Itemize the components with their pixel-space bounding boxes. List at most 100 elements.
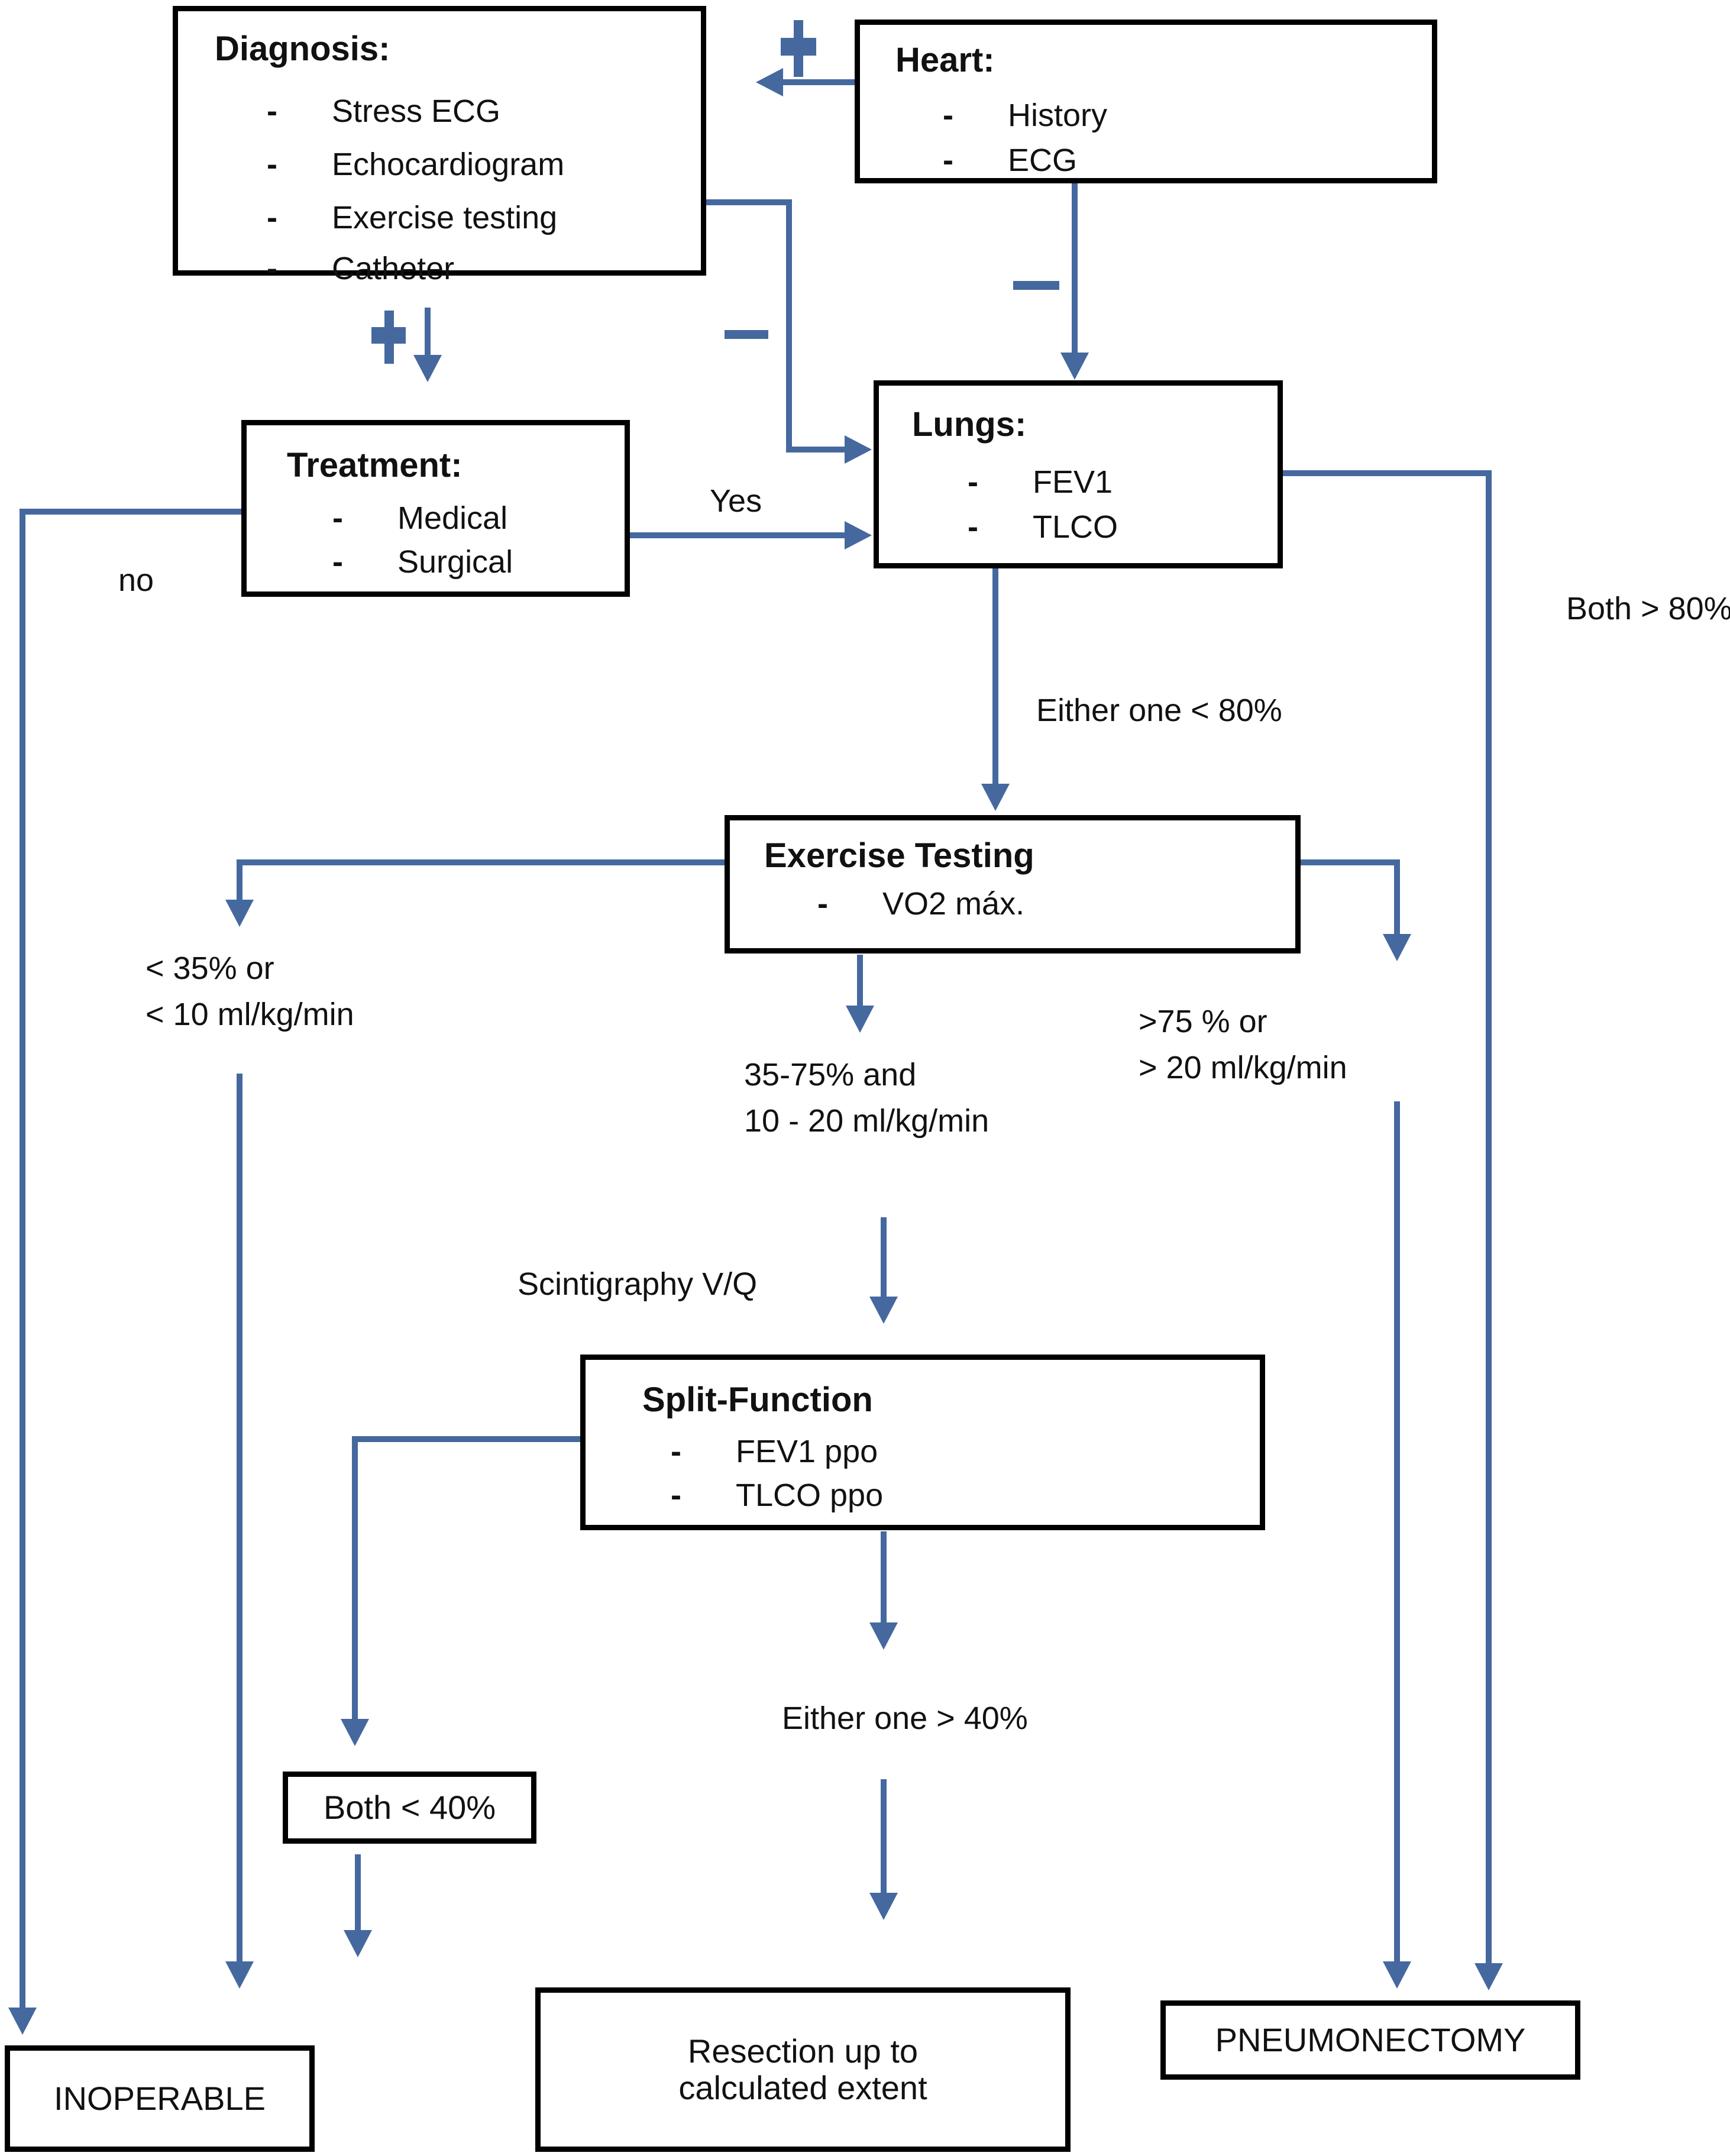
item-ecg: ECG [1008, 142, 1078, 178]
arrowhead-down-icon [869, 1893, 898, 1920]
arrowhead-down-icon [413, 355, 442, 382]
arrowhead-down-icon [1383, 1961, 1411, 1989]
node-resection-line1: Resection up to [687, 2032, 919, 2070]
node-treatment-title: Treatment: [287, 446, 463, 484]
bullet-dash: - [332, 544, 343, 580]
item-catheter: Catheter [332, 250, 455, 286]
item-tlco-ppo: TLCO ppo [736, 1477, 884, 1513]
item-vo2-max: VO2 máx. [882, 885, 1025, 922]
node-resection: Resection up to calculated extent [535, 1987, 1071, 2152]
arrowhead-down-icon [981, 784, 1010, 811]
node-lungs: Lungs: - FEV1 - TLCO [874, 380, 1283, 568]
line-exercise-left-h [237, 859, 725, 865]
arrowhead-down-icon [341, 1719, 369, 1746]
line-exercise-mid-1 [857, 955, 863, 1008]
line-exercise-right-v [1394, 859, 1400, 936]
arrowhead-down-icon [1383, 934, 1411, 961]
bullet-dash: - [332, 500, 343, 536]
item-fev1: FEV1 [1033, 464, 1113, 500]
node-inoperable-label: INOPERABLE [54, 2080, 266, 2118]
item-surgical: Surgical [397, 544, 513, 580]
arrowhead-right-icon [845, 435, 872, 464]
minus-icon [1013, 281, 1059, 290]
arrowhead-down-icon [869, 1622, 898, 1650]
bullet-dash: - [671, 1477, 681, 1513]
bullet-dash: - [968, 509, 978, 545]
item-exercise-testing: Exercise testing [332, 199, 558, 235]
arrowhead-down-icon [225, 900, 254, 927]
item-medical: Medical [397, 500, 508, 536]
minus-icon [725, 330, 768, 339]
node-both-lt-40: Both < 40% [283, 1772, 536, 1844]
line-split-down-2 [881, 1779, 887, 1895]
node-heart-title: Heart: [895, 41, 995, 79]
edge-label-lt-35: < 35% or < 10 ml/kg/min [145, 951, 354, 1033]
line-split-left-h [352, 1436, 580, 1442]
arrowhead-left-icon [756, 68, 783, 96]
edge-label-either-lt-80: Either one < 80% [1036, 693, 1282, 728]
node-split-function-title: Split-Function [642, 1381, 873, 1419]
node-split-function: Split-Function - FEV1 ppo - TLCO ppo [580, 1355, 1265, 1530]
edge-label-gt-75: >75 % or > 20 ml/kg/min [1139, 1004, 1347, 1086]
line-lungs-right-v [1486, 470, 1492, 1966]
line-exercise-right-h [1301, 859, 1400, 865]
node-lungs-title: Lungs: [912, 405, 1027, 444]
node-diagnosis-title: Diagnosis: [215, 30, 390, 68]
node-exercise-testing: Exercise Testing - VO2 máx. [725, 815, 1301, 953]
line-split-left-v [352, 1436, 358, 1721]
bullet-dash: - [267, 93, 277, 129]
line-treatment-to-lungs [630, 532, 848, 538]
item-history: History [1008, 97, 1108, 133]
line-split-down-1 [881, 1531, 887, 1625]
item-echocardiogram: Echocardiogram [332, 146, 565, 182]
arrowhead-down-icon [1060, 353, 1089, 380]
line-diagnosis-to-lungs-h2 [786, 447, 845, 452]
node-resection-line2: calculated extent [678, 2069, 927, 2106]
line-lungs-to-exercise [992, 568, 998, 786]
bullet-dash: - [943, 142, 953, 178]
line-exercise-mid-2 [881, 1217, 887, 1299]
node-treatment: Treatment: - Medical - Surgical [241, 420, 630, 597]
line-diagnosis-to-lungs-h1 [706, 199, 792, 205]
arrowhead-down-icon [225, 1961, 254, 1989]
node-diagnosis: Diagnosis: - Stress ECG - Echocardiogram… [173, 6, 706, 286]
arrowhead-down-icon [344, 1930, 372, 1957]
line-heart-to-diagnosis [782, 79, 855, 85]
line-treatment-no-h [20, 509, 241, 515]
arrowhead-down-icon [846, 1006, 874, 1033]
bullet-dash: - [671, 1433, 681, 1469]
node-heart: Heart: - History - ECG [855, 20, 1437, 183]
node-inoperable: INOPERABLE [5, 2045, 315, 2152]
item-fev1-ppo: FEV1 ppo [736, 1433, 878, 1469]
edge-label-either-gt-40: Either one > 40% [782, 1701, 1028, 1736]
line-exercise-left-v [237, 859, 242, 902]
bullet-dash: - [267, 250, 277, 286]
edge-label-mid-range: 35-75% and 10 - 20 ml/kg/min [744, 1057, 990, 1139]
bullet-dash: - [968, 464, 978, 500]
bullet-dash: - [267, 146, 277, 182]
edge-label-scintigraphy: Scintigraphy V/Q [518, 1266, 758, 1302]
line-treatment-no-v [20, 509, 25, 2010]
node-pneumonectomy: PNEUMONECTOMY [1160, 2000, 1580, 2080]
line-lungs-right-h [1283, 470, 1492, 476]
bullet-dash: - [817, 885, 828, 922]
item-stress-ecg: Stress ECG [332, 93, 501, 129]
edge-label-no: no [118, 563, 154, 598]
edge-label-yes: Yes [710, 483, 762, 519]
line-exercise-right-long [1394, 1101, 1400, 1964]
line-heart-to-lungs [1072, 183, 1078, 354]
node-both-lt-40-label: Both < 40% [323, 1789, 496, 1827]
arrowhead-right-icon [845, 521, 872, 549]
line-diagnosis-to-lungs-v [786, 199, 792, 452]
bullet-dash: - [267, 199, 277, 235]
arrowhead-down-icon [1474, 1963, 1503, 1990]
node-exercise-testing-title: Exercise Testing [764, 836, 1034, 875]
arrowhead-down-icon [8, 2008, 37, 2035]
bullet-dash: - [943, 97, 953, 133]
item-tlco: TLCO [1033, 509, 1118, 545]
line-diagnosis-to-treatment [425, 308, 431, 357]
edge-label-both-gt-80: Both > 80% [1566, 591, 1730, 626]
node-pneumonectomy-label: PNEUMONECTOMY [1215, 2021, 1526, 2059]
line-exercise-left-long [237, 1074, 242, 1964]
